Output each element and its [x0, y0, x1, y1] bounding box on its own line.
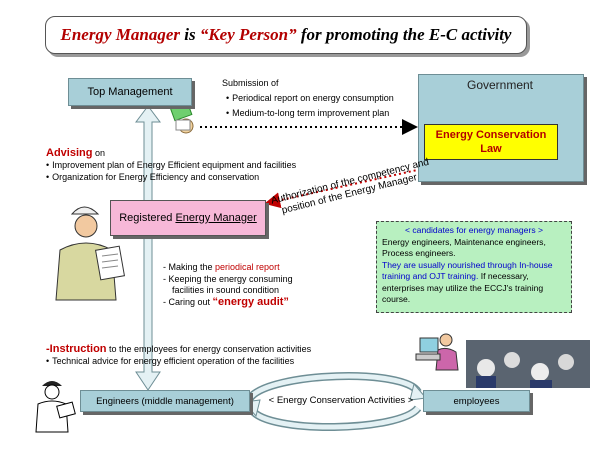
- duty-making-red: periodical report: [215, 262, 280, 272]
- duty-carrying-prefix: Caring out: [168, 296, 213, 307]
- workers-photo: [466, 340, 590, 388]
- registered-energy-manager-box: Registered Energy Manager: [110, 200, 266, 236]
- candidates-line-3: If necessary, enterprises may utilize th…: [382, 271, 544, 304]
- advising-suffix: on: [92, 148, 105, 158]
- engineers-box: Engineers (middle management): [80, 390, 250, 412]
- duties-block: - Making the periodical report - Keeping…: [163, 262, 293, 308]
- employees-box: employees: [423, 390, 530, 412]
- instruction-suffix: to the employees for energy conservation…: [106, 344, 312, 354]
- computer-user-clipart: [415, 333, 459, 371]
- submission-heading: Submission of: [222, 78, 279, 88]
- title-energy-manager: Energy Manager: [60, 25, 180, 44]
- employees-label: employees: [453, 395, 500, 407]
- duty-carrying-red: “energy audit”: [212, 295, 289, 308]
- energy-conservation-law-box: Energy Conservation Law: [424, 124, 558, 160]
- top-management-box: Top Management: [68, 78, 192, 106]
- cycle-arrows: [243, 372, 427, 431]
- government-title: Government: [466, 78, 534, 92]
- eca-label: < Energy Conservation Activities >: [268, 395, 414, 406]
- rem-underlined: Energy Manager: [175, 212, 257, 224]
- instruction-item-2: Technical advice for energy efficient op…: [46, 355, 311, 367]
- worker-clipart: [35, 381, 76, 433]
- candidates-blue: They are usually nourished through In-ho…: [382, 259, 553, 282]
- law-line-2: Law: [480, 143, 502, 155]
- submission-item-2: Medium-to-long term improvement plan: [226, 107, 394, 119]
- submission-block: Submission of Periodical report on energ…: [222, 77, 394, 119]
- advising-block: Advising on Improvement plan of Energy E…: [46, 147, 296, 183]
- advising-word: Advising: [46, 147, 93, 159]
- candidates-heading: < candidates for energy managers >: [404, 225, 544, 235]
- engineers-label: Engineers (middle management): [96, 395, 234, 407]
- submission-item-1: Periodical report on energy consumption: [226, 92, 394, 104]
- authorization-arrow: [264, 164, 441, 209]
- handshake-clipart: [169, 100, 194, 134]
- main-title: Energy Manager is “Key Person” for promo…: [45, 16, 527, 54]
- law-line-1: Energy Conservation: [435, 129, 547, 141]
- rem-prefix: Registered: [119, 212, 173, 224]
- candidates-box: < candidates for energy managers > Energ…: [376, 221, 572, 313]
- duty-keeping-line-2: facilities in sound condition: [172, 285, 280, 295]
- energy-manager-clipart: [55, 206, 126, 301]
- title-is: is: [179, 25, 200, 44]
- top-management-label: Top Management: [87, 86, 173, 98]
- instruction-block: -Instruction to the employees for energy…: [46, 343, 311, 367]
- advising-item-2: Organization for Energy Efficiency and c…: [46, 171, 296, 183]
- duty-keeping-line-1: Keeping the energy consuming: [168, 273, 293, 284]
- candidates-line-1: Energy engineers, Maintenance engineers,…: [382, 236, 546, 259]
- instruction-word: Instruction: [49, 343, 107, 355]
- title-rest: for promoting the E-C activity: [296, 25, 512, 44]
- title-key-person: “Key Person”: [199, 25, 297, 44]
- duty-making-prefix: Making the: [168, 262, 216, 272]
- advising-item-1: Improvement plan of Energy Efficient equ…: [46, 159, 296, 171]
